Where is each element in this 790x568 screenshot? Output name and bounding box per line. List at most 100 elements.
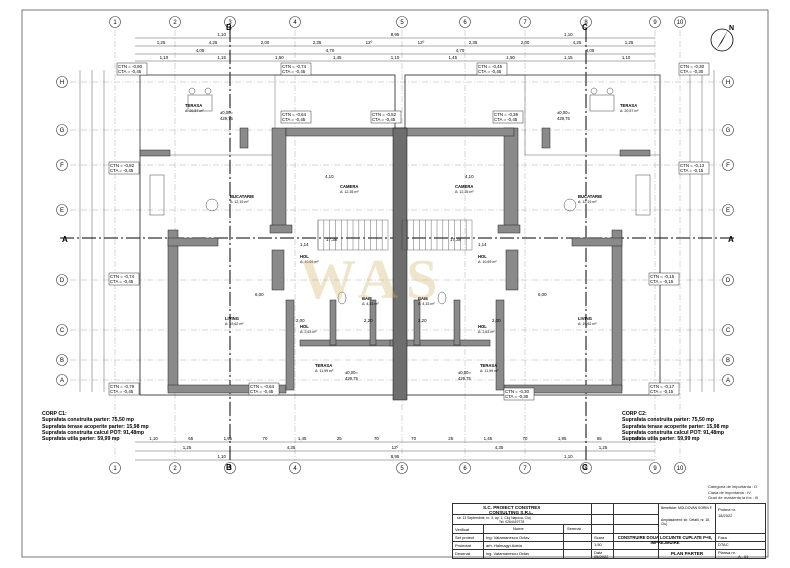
kitchen-counter-icon bbox=[149, 174, 165, 216]
grid-bubble bbox=[109, 462, 121, 474]
table-icon bbox=[187, 94, 213, 112]
grid-label-letter: F bbox=[726, 163, 730, 169]
grid-bubble bbox=[519, 462, 531, 474]
dim-baie-left: 2,20 bbox=[364, 318, 373, 323]
tb-date-label: Data bbox=[594, 550, 603, 555]
room-area-bucatarie_right: A: 12,19 m² bbox=[578, 200, 597, 204]
room-name-terasa_bot_left: TERASA bbox=[315, 363, 332, 368]
grid-label-number: 3 bbox=[228, 466, 232, 472]
grid-bubble bbox=[649, 462, 661, 474]
level-marker-top-right: ±0,00= bbox=[557, 110, 570, 115]
level-marker-top-left: ±0,00= bbox=[220, 110, 233, 115]
grid-label-number: 7 bbox=[523, 20, 527, 26]
tb-col-name: Nume bbox=[513, 526, 524, 531]
dim-top-row1: 8,95 bbox=[391, 32, 400, 37]
grid-bubble bbox=[722, 374, 734, 386]
section-marker-c-bottom: C bbox=[582, 463, 588, 472]
dim-bottom-row3: 1,10 bbox=[564, 454, 573, 459]
room-area-bucatarie_left: A: 12,19 m² bbox=[230, 200, 249, 204]
grid-bubble bbox=[674, 462, 686, 474]
corp-c1-line2: Suprafata terase acoperite parter: 15,98… bbox=[42, 423, 149, 430]
dim-top-row3: 4,70 bbox=[456, 48, 465, 53]
level-tag bbox=[248, 382, 280, 396]
chair-icon bbox=[204, 87, 212, 95]
corp-c1-notes: CORP C1: Suprafata construita parter: 75… bbox=[42, 411, 149, 442]
level-marker-bot-right: ±0,00= bbox=[458, 370, 471, 375]
room-area-terasa_top_left: A: 20,57 m² bbox=[185, 109, 204, 113]
room-area-camera_right: A: 12,35 m² bbox=[455, 190, 474, 194]
room-area-living_right: A: 19,62 m² bbox=[578, 322, 597, 326]
dim-bottom-row1: 70 bbox=[523, 436, 528, 441]
level-value-bot-right: 429,75 bbox=[458, 376, 471, 381]
grid-label-letter: F bbox=[60, 163, 64, 169]
legend-importance-category: Categoria de importanta : D bbox=[708, 484, 758, 489]
toilet-icon bbox=[337, 291, 347, 305]
grid-bubble bbox=[289, 16, 301, 28]
dim-bottom-row3: 1,10 bbox=[217, 454, 226, 459]
dim-top-row4: 1,10 bbox=[391, 55, 400, 60]
wall-segment bbox=[139, 149, 171, 157]
grid-bubble bbox=[580, 16, 592, 28]
walls bbox=[139, 127, 651, 394]
grid-bubble bbox=[169, 16, 181, 28]
room-name-bucatarie_right: BUCATARIE bbox=[578, 194, 602, 199]
watermark: WAS bbox=[300, 249, 446, 311]
dining-table-icon bbox=[563, 198, 577, 212]
furniture bbox=[149, 87, 651, 305]
corp-c1-line4: Suprafata utila parter: 59,99 mp bbox=[42, 436, 120, 443]
grid-bubble bbox=[459, 16, 471, 28]
room-name-hol2_right: HOL bbox=[478, 324, 487, 329]
wall-segment bbox=[389, 339, 491, 347]
grid-label-number: 5 bbox=[400, 20, 404, 26]
wall-segment bbox=[167, 237, 219, 247]
level-tag-ctn: CTN = -0,30 bbox=[680, 64, 705, 69]
grid-label-letter: A bbox=[726, 378, 730, 384]
tb-r3-name: ing. Vatamanescu Octav bbox=[486, 551, 530, 556]
dim-bottom-row1: 25 bbox=[337, 436, 342, 441]
room-area-baie_right: A: 4,33 m² bbox=[418, 302, 435, 306]
grid-bubble bbox=[56, 354, 68, 366]
level-tag bbox=[108, 161, 140, 175]
chair-icon bbox=[590, 87, 598, 95]
level-value-bot-left: 429,75 bbox=[345, 376, 358, 381]
grid-bubble bbox=[169, 462, 181, 474]
wall-segment bbox=[269, 224, 293, 234]
grid-bubble bbox=[109, 16, 121, 28]
grid-label-letter: D bbox=[726, 278, 731, 284]
level-tag-cta: CTA = -0,15 bbox=[650, 279, 674, 284]
room-name-living_right: LIVING bbox=[578, 316, 592, 321]
level-tag-ctn: CTN = -0,90 bbox=[118, 64, 143, 69]
room-name-terasa_top_right: TERASA bbox=[620, 103, 637, 108]
grid-bubble bbox=[722, 124, 734, 136]
dim-bottom-row1: 1,10 bbox=[632, 436, 641, 441]
room-name-camera_left: CAMERA bbox=[340, 184, 358, 189]
level-tag-cta: CTA = -0,45 bbox=[118, 69, 142, 74]
grid-label-letter: C bbox=[60, 328, 65, 334]
room-area-baie_left: A: 4,33 m² bbox=[362, 302, 379, 306]
dim-bottom-row1: 70 bbox=[263, 436, 268, 441]
level-tag-cta: CTA = -0,30 bbox=[680, 69, 704, 74]
dim-top-row4: 1,15 bbox=[217, 55, 226, 60]
dining-table-icon bbox=[205, 198, 219, 212]
grid-label-number: 8 bbox=[584, 20, 588, 26]
tb-project-title: CONSTRUIRE DOUA LOCUINTE CUPLATE P+E, IM… bbox=[617, 535, 713, 545]
level-tag-cta: CTA = -0,45 bbox=[250, 389, 274, 394]
dim-top-row4: 1,50 bbox=[506, 55, 515, 60]
level-tag-ctn: CTN = -0,64 bbox=[282, 112, 307, 117]
north-arrow-icon bbox=[716, 30, 728, 50]
tb-company2: CONSULTING S.R.L. bbox=[489, 510, 534, 515]
room-name-hol2_left: HOL bbox=[300, 324, 309, 329]
dim-bottom-row1: 1,95 bbox=[224, 436, 233, 441]
grid-label-number: 1 bbox=[113, 20, 117, 26]
level-tag-ctn: CTN = -0,13 bbox=[680, 163, 705, 168]
wall-segment bbox=[619, 149, 651, 157]
level-tag-cta: CTA = -0,45 bbox=[372, 117, 396, 122]
dim-top-row1: 1,10 bbox=[564, 32, 573, 37]
wall-segment bbox=[503, 127, 519, 231]
level-tag bbox=[280, 110, 312, 124]
wall-segment bbox=[167, 229, 179, 391]
wall-segment bbox=[271, 127, 287, 231]
corp-c2-line3: Suprafata construita calcul POT: 91,48mp bbox=[622, 429, 725, 436]
dim-bottom-row2: 1,25 bbox=[599, 445, 608, 450]
grid-label-number: 7 bbox=[523, 466, 527, 472]
